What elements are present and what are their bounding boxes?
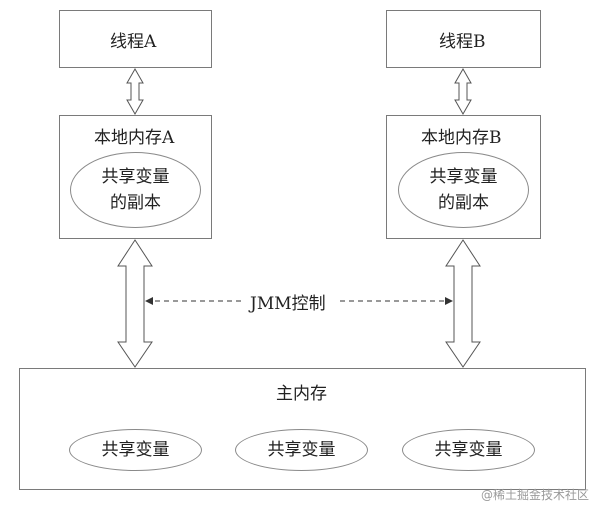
thread-a-label: 线程A bbox=[110, 32, 157, 52]
main-memory-var-label: 共享变量 bbox=[101, 440, 170, 460]
main-memory-box: 主内存 共享变量 共享变量 共享变量 bbox=[19, 368, 586, 490]
main-memory-var-ellipse: 共享变量 bbox=[69, 429, 202, 471]
thread-b-box: 线程B bbox=[386, 10, 541, 68]
jmm-arrowhead-right bbox=[445, 297, 453, 305]
local-memory-a-title: 本地内存A bbox=[94, 128, 175, 148]
local-a-main-double-arrow bbox=[117, 239, 153, 368]
thread-a-double-arrow bbox=[126, 67, 144, 116]
main-memory-title: 主内存 bbox=[276, 384, 327, 404]
local-b-main-double-arrow bbox=[445, 239, 481, 368]
local-memory-b-box: 本地内存B 共享变量 的副本 bbox=[386, 115, 541, 239]
local-memory-b-copy-line1: 共享变量 bbox=[429, 167, 498, 187]
local-memory-b-copy-ellipse: 共享变量 的副本 bbox=[398, 152, 529, 228]
local-memory-a-copy-ellipse: 共享变量 的副本 bbox=[70, 152, 201, 228]
local-memory-a-copy-line1: 共享变量 bbox=[101, 167, 170, 187]
main-memory-var-ellipse: 共享变量 bbox=[402, 429, 535, 471]
thread-a-box: 线程A bbox=[59, 10, 212, 68]
main-memory-var-label: 共享变量 bbox=[434, 440, 503, 460]
local-memory-b-copy-line2: 的副本 bbox=[438, 193, 489, 213]
jmm-control-label: JMM控制 bbox=[246, 289, 330, 314]
local-memory-a-box: 本地内存A 共享变量 的副本 bbox=[59, 115, 212, 239]
jmm-arrowhead-left bbox=[145, 297, 153, 305]
main-memory-var-ellipse: 共享变量 bbox=[235, 429, 368, 471]
watermark: @稀土掘金技术社区 bbox=[480, 488, 589, 502]
main-memory-var-label: 共享变量 bbox=[267, 440, 336, 460]
local-memory-b-title: 本地内存B bbox=[421, 128, 502, 148]
thread-b-label: 线程B bbox=[439, 32, 486, 52]
thread-b-double-arrow bbox=[454, 67, 472, 116]
local-memory-a-copy-line2: 的副本 bbox=[110, 193, 161, 213]
